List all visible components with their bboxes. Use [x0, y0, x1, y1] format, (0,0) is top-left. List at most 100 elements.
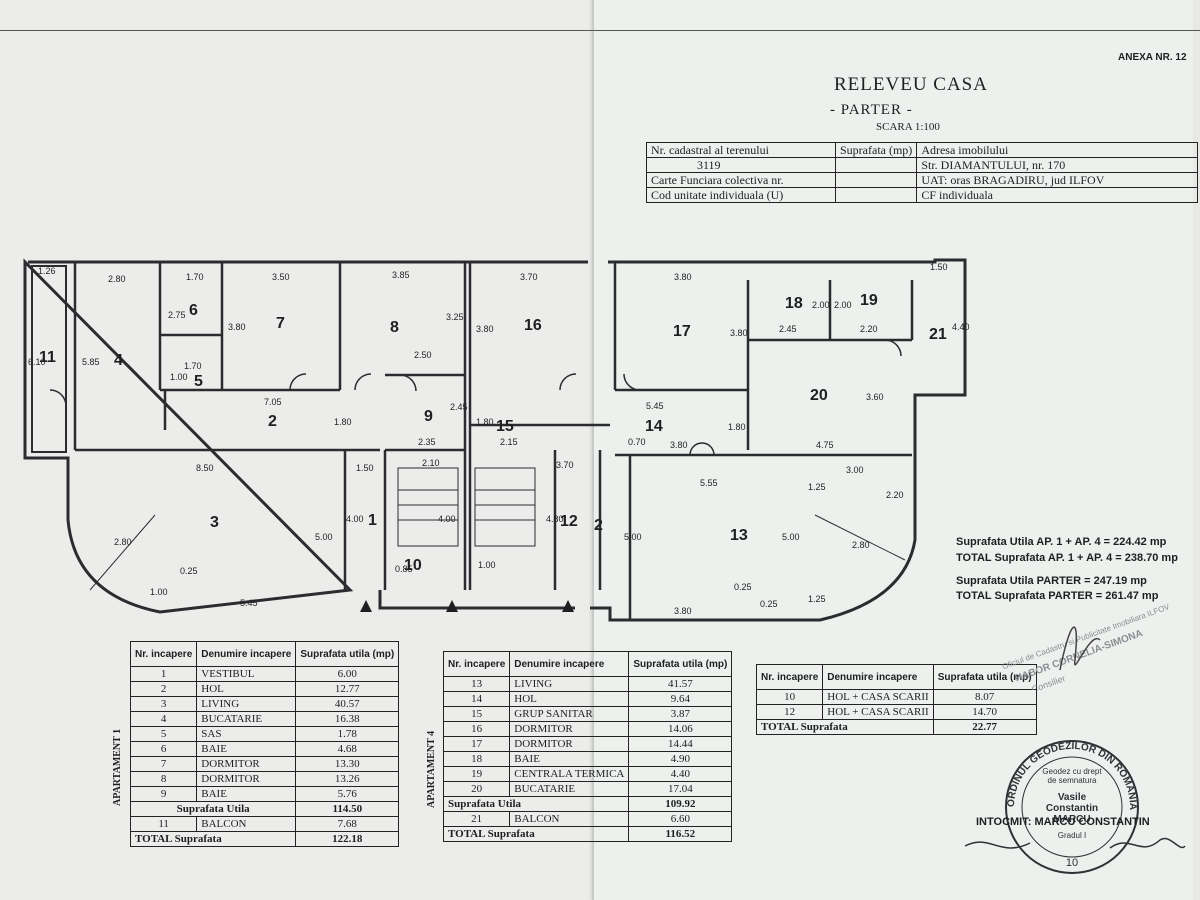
summary-util-apts: Suprafata Utila AP. 1 + AP. 4 = 224.42 m… [956, 536, 1167, 548]
dimension-labels: 1.26 2.80 1.70 3.50 3.85 3.70 3.80 1.50 … [28, 262, 970, 616]
room-label-7: 7 [276, 315, 285, 332]
cad-unit-label: Cod unitate individuala (U) [646, 187, 836, 203]
dim-label: 7.05 [264, 397, 282, 407]
section-arrow-icon [360, 600, 372, 612]
dim-label: 2.20 [860, 324, 878, 334]
dim-label: 6.10 [28, 357, 46, 367]
dim-label: 4.00 [438, 514, 456, 524]
dim-label: 2.45 [450, 402, 468, 412]
room-label-2: 2 [268, 413, 277, 430]
apt4-header-name: Denumire incapere [509, 651, 630, 677]
dim-label: 2.45 [779, 324, 797, 334]
cad-label-nr: Nr. cadastral al terenului [646, 142, 836, 158]
dim-label: 4.40 [952, 322, 970, 332]
dim-label: 3.85 [392, 270, 410, 280]
room-label-12: 12 [560, 513, 578, 530]
surveyor-stamp: ORDINUL GEODEZILOR DIN ROMANIA Geodez cu… [1005, 740, 1139, 874]
stamp-name3: MARCU [1053, 814, 1090, 825]
cad-address-header: Adresa imobilului [916, 142, 1198, 158]
room-label-3: 3 [210, 514, 219, 531]
room-label-4: 4 [114, 352, 123, 369]
document-title: RELEVEU CASA [834, 74, 988, 95]
dim-label: 3.70 [520, 272, 538, 282]
dim-label: 5.00 [782, 532, 800, 542]
section-arrow-icon [446, 600, 458, 612]
common-header-area: Suprafata utila (mp) [932, 664, 1037, 690]
room-label-1: 1 [368, 512, 377, 529]
dim-label: 3.80 [674, 606, 692, 616]
dim-label: 1.50 [356, 463, 374, 473]
scale-label: SCARA 1:100 [876, 121, 940, 133]
dim-label: 3.80 [476, 324, 494, 334]
room-label-2b: 2 [594, 517, 603, 534]
dim-label: 1.00 [478, 560, 496, 570]
dim-label: 3.50 [272, 272, 290, 282]
apt1-header-nr: Nr. incapere [129, 641, 198, 667]
cad-surface-value [834, 157, 918, 173]
apt4-header-area: Suprafata utila (mp) [628, 651, 733, 677]
dim-label: 3.60 [866, 392, 884, 402]
apt4-side-label: APARTAMENT 4 [426, 730, 437, 808]
stamp-line1: Geodez cu drept [1042, 767, 1102, 776]
section-markers [360, 600, 574, 612]
room-label-21: 21 [929, 326, 947, 343]
cadastral-table: Nr. cadastral al terenului Suprafata (mp… [646, 142, 1198, 203]
stamp-number: 10 [1066, 857, 1078, 869]
dim-label: 1.00 [170, 372, 188, 382]
dim-label: 1.80 [476, 417, 494, 427]
office-stamp-line1: Oficiul de Cadastru si Publicitate Imobi… [1001, 602, 1170, 671]
dim-label: 0.85 [395, 564, 413, 574]
room-label-6: 6 [189, 302, 198, 319]
dim-label: 2.00 [812, 300, 830, 310]
dim-label: 2.50 [414, 350, 432, 360]
dim-label: 1.25 [808, 482, 826, 492]
annex-number: ANEXA NR. 12 [1118, 52, 1187, 63]
dim-label: 3.80 [674, 272, 692, 282]
room-label-8: 8 [390, 319, 399, 336]
dim-label: 2.80 [108, 274, 126, 284]
summary-util-parter: Suprafata Utila PARTER = 247.19 mp [956, 575, 1147, 587]
dim-label: 0.25 [760, 599, 778, 609]
apt1-header-area: Suprafata utila (mp) [295, 641, 400, 667]
document-subtitle: - PARTER - [830, 102, 913, 118]
dim-label: 5.45 [240, 598, 258, 608]
dim-label: 5.85 [82, 357, 100, 367]
cad-cf-label: Carte Funciara colectiva nr. [646, 172, 836, 188]
room-label-18: 18 [785, 295, 803, 312]
stamp-grade: Gradul I [1058, 831, 1086, 840]
dim-label: 2.80 [852, 540, 870, 550]
common-header-name: Denumire incapere [822, 664, 934, 690]
dim-label: 0.70 [628, 437, 646, 447]
dim-label: 1.80 [334, 417, 352, 427]
dim-label: 2.35 [418, 437, 436, 447]
room-label-11: 11 [39, 349, 56, 366]
cad-empty-4 [834, 187, 918, 203]
dim-label: 5.45 [646, 401, 664, 411]
room-label-19: 19 [860, 292, 878, 309]
dim-label: 3.80 [730, 328, 748, 338]
dim-label: 1.70 [184, 361, 202, 371]
dim-label: 3.25 [446, 312, 464, 322]
dim-label: 3.00 [846, 465, 864, 475]
room-label-16: 16 [524, 317, 542, 334]
dim-label: 4.80 [546, 514, 564, 524]
room-label-17: 17 [673, 323, 691, 340]
dim-label: 3.70 [556, 460, 574, 470]
floor-plan: 1 2 3 4 5 6 7 8 9 10 11 12 13 14 15 16 1… [23, 258, 970, 622]
dim-label: 2.10 [422, 458, 440, 468]
room-label-14: 14 [645, 418, 663, 435]
dim-label: 0.25 [180, 566, 198, 576]
